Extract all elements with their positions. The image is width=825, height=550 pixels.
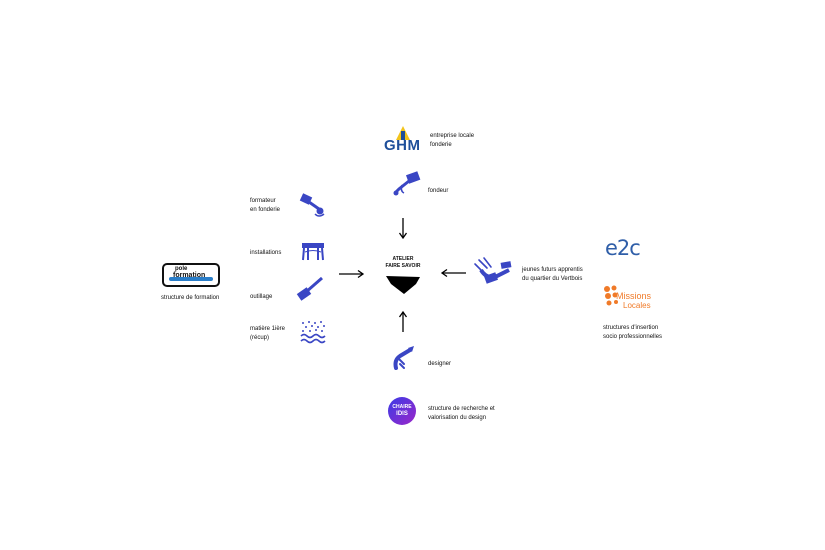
pole-logo-stripe — [169, 277, 213, 281]
pole-logo-line2: formation — [173, 272, 206, 279]
e2c-logo-text: e2c — [605, 236, 641, 260]
center-title-line1: ATELIER — [392, 256, 414, 262]
missions-logo-line1: Missions — [616, 291, 652, 301]
fondeur-ladle-icon — [393, 171, 421, 196]
top-org-label-line2: fonderie — [430, 142, 452, 148]
left-org-label: structure de formation — [161, 295, 220, 301]
top-person-label: fondeur — [428, 188, 449, 194]
left-item-label-matiere: matière 1ière (récup) — [250, 325, 285, 343]
arrow-down-top — [398, 218, 408, 240]
missions-logo-line2: Locales — [623, 301, 651, 310]
left-item-3-line2: (récup) — [250, 335, 270, 341]
missions-locales-dots-icon — [604, 285, 618, 306]
left-item-label-installations: installations — [250, 249, 281, 258]
bottom-org-label-line2: valorisation du design — [428, 415, 487, 421]
arrow-up-bottom — [398, 310, 408, 332]
right-org-label-line1: structures d'insertion — [603, 325, 659, 331]
sand-material-icon — [300, 321, 326, 344]
pole-formation-logo: pole formation — [162, 263, 220, 287]
left-item-2-line1: outillage — [250, 294, 273, 300]
right-person-label-line2: du quartier du Vertbois — [522, 276, 583, 282]
hand-hammer-icon — [474, 257, 512, 284]
chaire-idis-logo: CHAIRE IDIS — [388, 397, 416, 425]
chaire-logo-line2: IDIS — [396, 411, 408, 417]
arrow-left-right — [440, 268, 466, 278]
missions-locales-logo: Missions Locales — [603, 285, 665, 315]
bottom-person-label: designer — [428, 361, 452, 367]
top-org-label-line1: entreprise locale — [430, 133, 475, 139]
right-org-label: structures d'insertion socio professionn… — [603, 324, 662, 342]
ghm-logo-text: GHM — [384, 137, 421, 154]
pole-logo-line1: pole — [175, 266, 188, 272]
arrow-right-left — [339, 269, 365, 279]
bottom-org-label-line1: structure de recherche et — [428, 406, 495, 412]
workbench-icon — [302, 243, 324, 261]
center-node: ATELIER FAIRE SAVOIR — [383, 256, 423, 270]
left-item-1-line1: installations — [250, 250, 282, 256]
center-title-line2: FAIRE SAVOIR — [385, 263, 421, 269]
workshop-shape-icon — [386, 276, 420, 294]
top-org-label: entreprise locale fonderie — [430, 132, 474, 150]
left-item-3-line1: matière 1ière — [250, 326, 286, 332]
right-person-label-line1: jeunes futurs apprentis — [522, 267, 583, 273]
pouring-ladle-icon — [299, 193, 325, 217]
right-org-label-line2: socio professionnelles — [603, 334, 663, 340]
left-item-label-outillage: outillage — [250, 293, 272, 302]
ghm-flame-icon — [396, 126, 410, 140]
e2c-logo: e2c — [605, 236, 645, 260]
left-item-0-line2: en fonderie — [250, 207, 281, 213]
bottom-org-label: structure de recherche et valorisation d… — [428, 405, 495, 423]
hammer-icon — [296, 276, 323, 301]
left-item-label-formateur: formateur en fonderie — [250, 197, 280, 215]
chaire-logo-line1: CHAIRE — [392, 404, 412, 410]
right-person-label: jeunes futurs apprentis du quartier du V… — [522, 266, 583, 284]
designer-hand-icon — [393, 346, 414, 370]
left-item-0-line1: formateur — [250, 198, 276, 204]
ghm-logo: GHM — [384, 126, 424, 156]
